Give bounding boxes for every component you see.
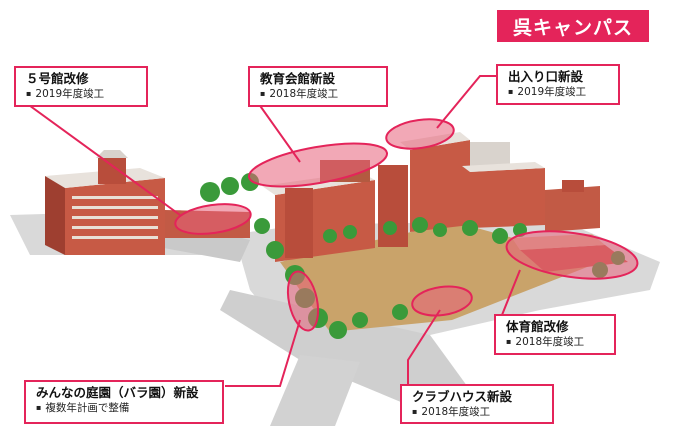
callout-title: 出入り口新設 <box>508 69 584 84</box>
callout-bldg5: ５号館改修 2019年度竣工 <box>14 66 148 107</box>
highlight-gym <box>505 230 639 280</box>
highlight-bldg5 <box>174 203 252 235</box>
callout-detail: 2019年度竣工 <box>508 85 610 100</box>
callout-title: 教育会館新設 <box>260 71 336 86</box>
callout-club: クラブハウス新設 2018年度竣工 <box>400 384 554 424</box>
callout-detail: 2018年度竣工 <box>260 87 378 102</box>
highlight-club <box>411 285 473 317</box>
building-5 <box>45 150 165 255</box>
callout-title: 体育館改修 <box>506 319 569 334</box>
callout-detail: 2018年度竣工 <box>506 335 606 350</box>
highlight-garden <box>286 270 320 332</box>
callout-detail: 2018年度竣工 <box>412 405 544 420</box>
callout-gym: 体育館改修 2018年度竣工 <box>494 314 616 355</box>
highlights <box>174 118 639 332</box>
callout-edu: 教育会館新設 2018年度竣工 <box>248 66 388 107</box>
campus-title: 呉キャンパス <box>497 10 649 42</box>
callout-title: みんなの庭園（バラ園）新設 <box>36 385 199 400</box>
callout-detail: 複数年計画で整備 <box>36 401 214 416</box>
road <box>270 355 360 426</box>
callout-title: ５号館改修 <box>26 71 89 86</box>
callout-detail: 2019年度竣工 <box>26 87 138 102</box>
callout-entrance: 出入り口新設 2019年度竣工 <box>496 64 620 105</box>
callout-garden: みんなの庭園（バラ園）新設 複数年計画で整備 <box>24 380 224 424</box>
highlight-edu <box>247 142 389 188</box>
callout-title: クラブハウス新設 <box>412 389 513 404</box>
